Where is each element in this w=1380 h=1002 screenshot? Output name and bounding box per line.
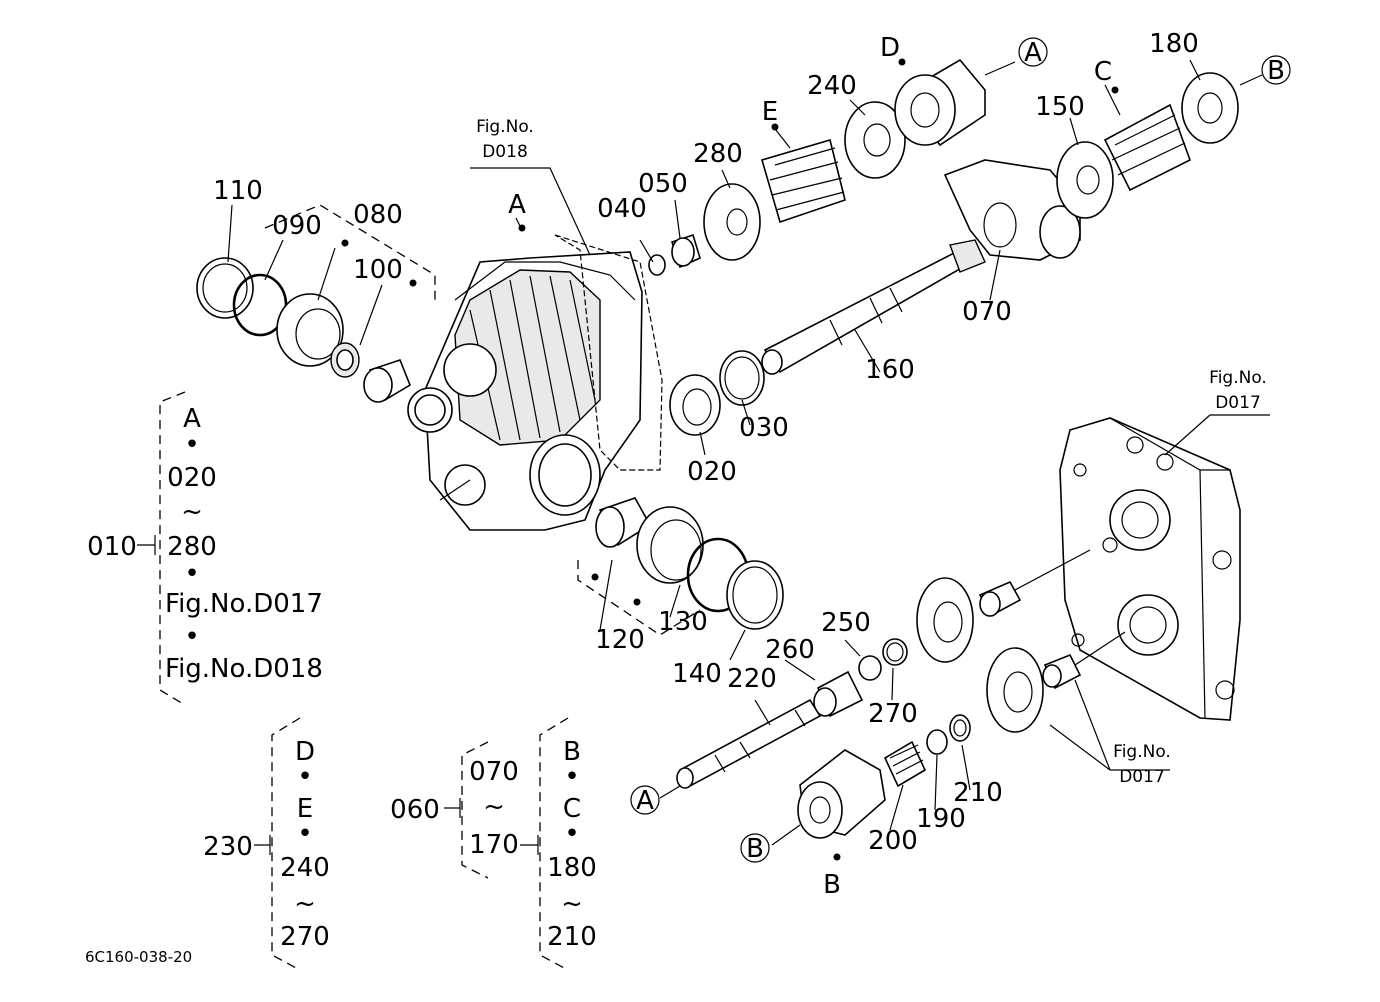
group-230-bracket: 230 D • E • 240 ~ 270: [203, 717, 330, 971]
circled-letter-a-top: A: [1024, 38, 1042, 68]
cylinder-block-d: [894, 58, 986, 147]
group-010-item-1: A: [183, 404, 201, 434]
group-230-item-3: E: [297, 794, 313, 824]
part-number-270: 270: [868, 699, 918, 729]
part-number-040: 040: [597, 194, 647, 224]
part-number-250: 250: [821, 608, 871, 638]
rear-housing-drawing: [1059, 417, 1241, 721]
part-number-140: 140: [672, 659, 722, 689]
circled-letter-b-top: B: [1267, 56, 1285, 86]
label-letter-a: A: [508, 190, 526, 220]
part-number-220: 220: [727, 664, 777, 694]
label-letter-d: D: [880, 33, 900, 63]
group-170-item-1: B: [563, 737, 581, 767]
group-230-item-4: •: [297, 819, 312, 849]
group-010-item-3: 020: [167, 463, 217, 493]
part-number-200: 200: [868, 826, 918, 856]
fig-ref-d018-line1: Fig.No.: [476, 117, 534, 137]
group-010-item-8: •: [184, 622, 199, 652]
group-060-bracket: 060 070 ~ 170: [390, 741, 539, 879]
part-number-050: 050: [638, 169, 688, 199]
label-letter-e: E: [762, 97, 778, 127]
group-010-bracket: 010 A • 020 ~ 280 • Fig.No.D017 • Fig.No…: [87, 391, 323, 706]
group-010-id: 010: [87, 532, 137, 562]
drawing-code: 6C160-038-20: [85, 948, 192, 966]
group-060-item-1: 070: [469, 757, 519, 787]
part-number-160: 160: [865, 355, 915, 385]
part-number-030: 030: [739, 413, 789, 443]
lower-seal-parts: [577, 497, 784, 636]
group-230-item-1: D: [295, 737, 315, 767]
part-number-210: 210: [953, 778, 1003, 808]
group-010-item-5: 280: [167, 532, 217, 562]
group-010-item-6: •: [184, 559, 199, 589]
swash-plate-070: [943, 159, 1081, 261]
group-170-item-3: C: [563, 794, 581, 824]
part-number-070: 070: [962, 297, 1012, 327]
upper-thrust-parts: [648, 183, 761, 276]
left-seal-parts: [196, 204, 436, 403]
pump-cylinder-parts: [1056, 72, 1239, 219]
group-170-item-4: •: [564, 819, 579, 849]
group-060-item-3: 170: [469, 830, 519, 860]
part-number-100: 100: [353, 255, 403, 285]
circled-a-top-ring: [1018, 37, 1048, 67]
group-010-item-9: Fig.No.D018: [165, 654, 323, 684]
circled-a-bottom-ring: [630, 785, 660, 815]
part-number-020: 020: [687, 457, 737, 487]
group-230-item-5: 240: [280, 853, 330, 883]
part-number-110: 110: [213, 176, 263, 206]
group-170-item-7: 210: [547, 922, 597, 952]
group-230-id: 230: [203, 832, 253, 862]
fig-ref-d017-bottom-line1: Fig.No.: [1113, 742, 1171, 762]
part-080-bearing: [276, 293, 344, 367]
group-230-item-7: 270: [280, 922, 330, 952]
fig-ref-d018-line2: D018: [482, 142, 528, 162]
circled-b-top-ring: [1261, 55, 1291, 85]
fig-ref-d017-bottom-line2: D017: [1119, 767, 1165, 787]
group-010-item-7: Fig.No.D017: [165, 589, 323, 619]
fig-ref-d017-right-line1: Fig.No.: [1209, 368, 1267, 388]
input-shaft-assembly: [669, 239, 986, 436]
part-number-120: 120: [595, 625, 645, 655]
part-number-180: 180: [1149, 29, 1199, 59]
label-letter-b: B: [823, 870, 841, 900]
group-230-item-6: ~: [294, 889, 316, 919]
part-number-080: 080: [353, 200, 403, 230]
fig-ref-d017-right-line2: D017: [1215, 393, 1261, 413]
part-number-150: 150: [1035, 92, 1085, 122]
part-number-280: 280: [693, 139, 743, 169]
group-060-item-2: ~: [483, 792, 505, 822]
group-010-item-2: •: [184, 430, 199, 460]
piston-set-e: [761, 101, 906, 224]
leader-lines: [227, 58, 1270, 861]
part-number-090: 090: [272, 211, 322, 241]
circled-letter-b-bottom: B: [746, 834, 764, 864]
motor-assembly-lower: [676, 549, 1126, 839]
part-number-130: 130: [658, 607, 708, 637]
part-number-190: 190: [916, 804, 966, 834]
part-number-240: 240: [807, 71, 857, 101]
part-110-snap-ring: [196, 257, 254, 319]
circled-letter-a-bottom: A: [636, 786, 654, 816]
group-170-item-6: ~: [561, 889, 583, 919]
group-170-bracket: B • C • 180 ~ 210: [539, 717, 597, 971]
group-170-item-5: 180: [547, 853, 597, 883]
main-housing-drawing: [407, 234, 663, 531]
group-170-item-2: •: [564, 762, 579, 792]
part-number-260: 260: [765, 635, 815, 665]
circled-b-bottom-ring: [740, 833, 770, 863]
label-letter-c: C: [1094, 57, 1112, 87]
group-230-item-2: •: [297, 762, 312, 792]
group-060-id: 060: [390, 795, 440, 825]
group-010-item-4: ~: [181, 497, 203, 527]
